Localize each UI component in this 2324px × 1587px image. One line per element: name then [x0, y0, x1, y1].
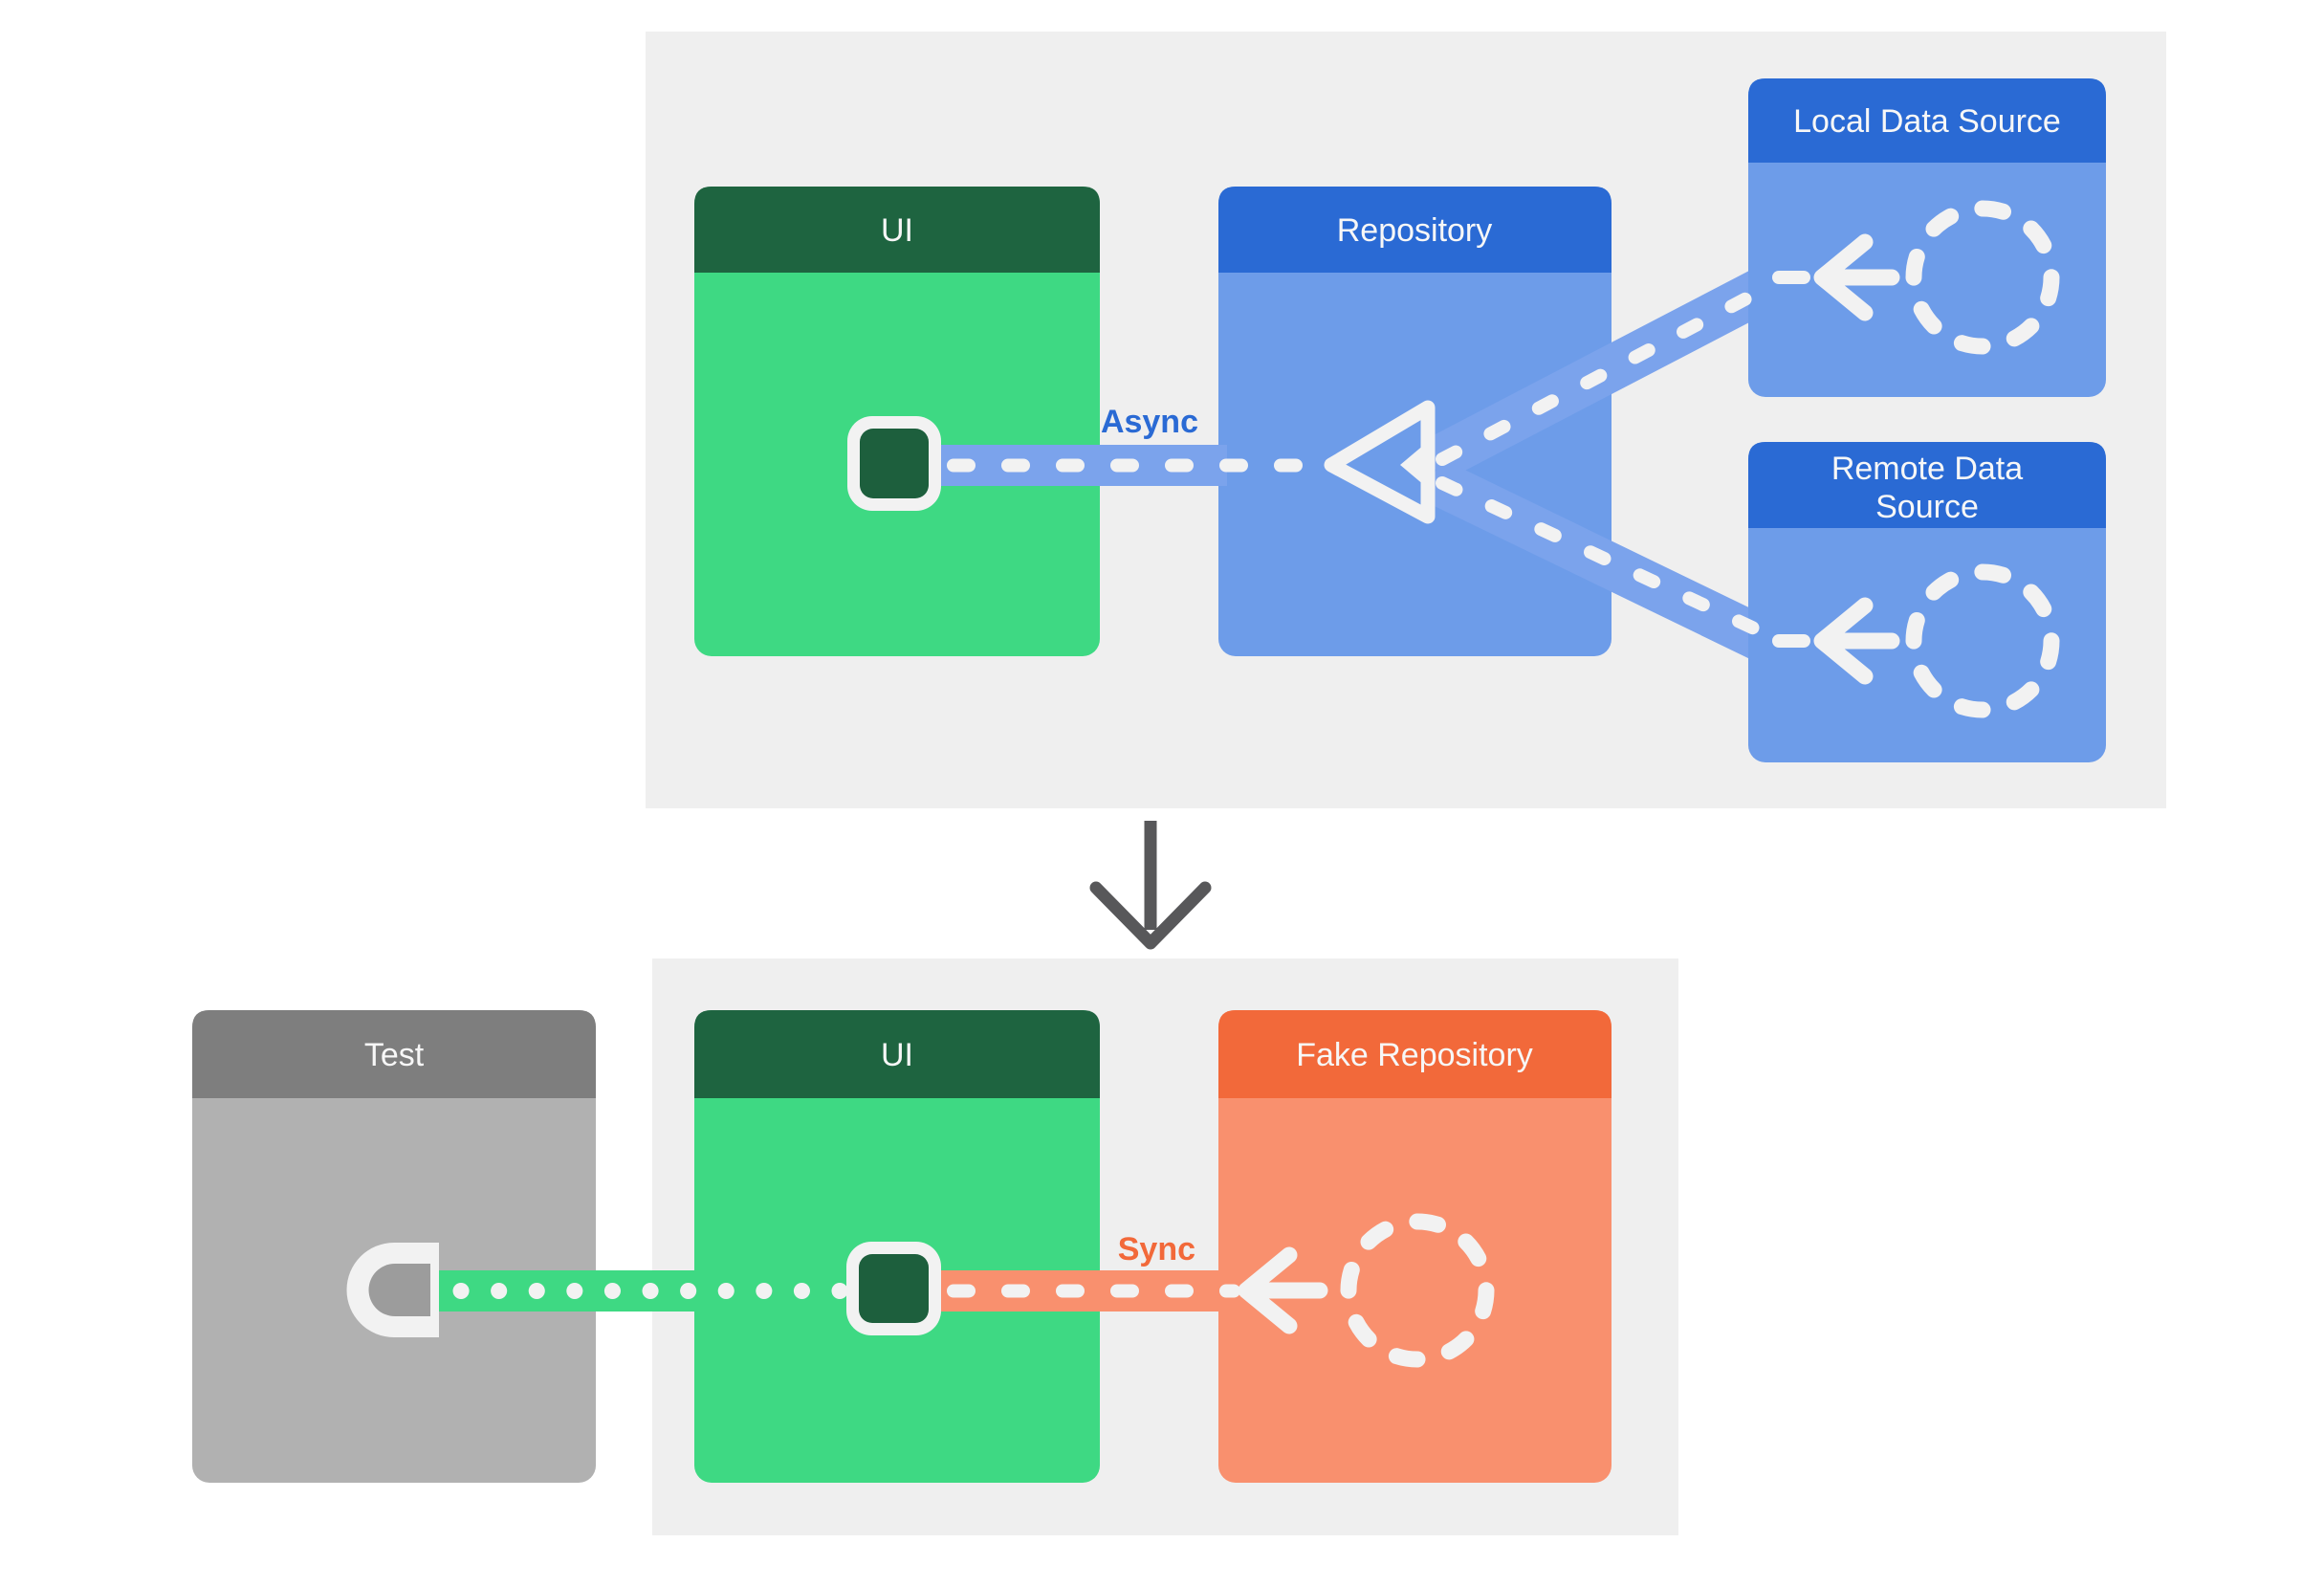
ui-top-title: UI [881, 212, 913, 249]
socket-icon [368, 1264, 430, 1316]
screen-icon-top [860, 429, 929, 498]
remote-data-source-header [1748, 442, 2106, 528]
test-box-header [192, 1010, 596, 1098]
down-arrow-icon [1089, 881, 1212, 950]
dashed-line-to-local [1436, 282, 1771, 466]
dashed-line-to-remote [1436, 476, 1771, 640]
triangle-notch [1400, 439, 1431, 491]
fake-repository-header [1218, 1010, 1611, 1098]
sync-label: Sync [1118, 1231, 1195, 1267]
screen-icon-bottom [859, 1254, 929, 1323]
local-data-source-header [1748, 78, 2106, 163]
repository-title: Repository [1337, 212, 1493, 249]
local-data-source-title: Local Data Source [1793, 103, 2061, 140]
fake-repository-body [1218, 1010, 1611, 1483]
ui-bottom-title: UI [881, 1037, 913, 1073]
local-dashed-circle-icon [1905, 200, 2060, 355]
fake-repo-dashed-circle-icon [1340, 1213, 1495, 1368]
test-title: Test [364, 1037, 425, 1073]
ui-box-top-header [694, 187, 1100, 273]
remote-dashed-circle-icon [1905, 563, 2060, 718]
remote-data-source-title-line2: Source [1875, 489, 1979, 525]
fake-repository-title: Fake Repository [1296, 1037, 1533, 1073]
remote-data-source-title-line1: Remote Data [1831, 451, 2023, 487]
repository-box-header [1218, 187, 1611, 273]
ui-box-bottom-header [694, 1010, 1100, 1098]
async-label: Async [1101, 404, 1198, 440]
